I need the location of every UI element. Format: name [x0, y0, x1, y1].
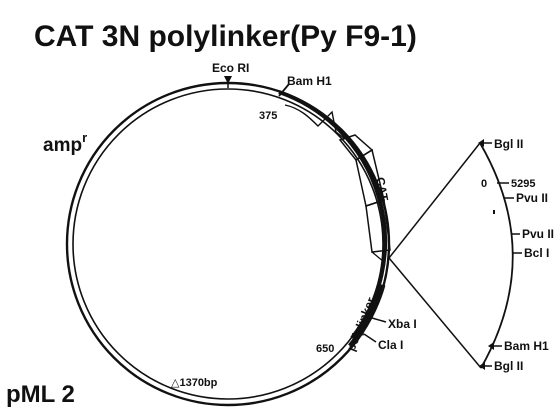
xba-i-tick: [371, 317, 387, 323]
xba-i-label: Xba I: [388, 317, 417, 331]
pvu-ii-2-label: Pvu II: [522, 227, 554, 241]
insert-segment: [278, 90, 388, 340]
cla-i-tick: [363, 333, 377, 343]
promoter-line: [284, 104, 346, 140]
bgl-ii-bottom-arrow: [479, 362, 485, 370]
cat-gene-block: CAT: [338, 134, 391, 263]
bgl-ii-top-label: Bgl II: [494, 137, 523, 151]
plasmid-name: pML 2: [6, 381, 75, 408]
polylinker-label: polylinker: [344, 295, 378, 353]
position-375: 375: [259, 110, 277, 122]
amp-superscript: r: [82, 130, 87, 145]
expansion-line-lower: [388, 257, 482, 369]
eco-ri-arrow: [224, 76, 232, 84]
polylinker-segment: [348, 284, 386, 348]
bgl-ii-top-arrow: [478, 139, 484, 147]
cat-box-connector: [371, 251, 385, 263]
pvu-ii-1-label: Pvu II: [516, 191, 548, 205]
expansion-line-upper: [388, 142, 481, 259]
bam-h1-tick: [278, 83, 290, 97]
bam-h1-insert-arrow: [488, 342, 494, 350]
bgl-ii-bottom-label: Bgl II: [494, 359, 523, 373]
eco-ri-label: Eco RI: [212, 61, 249, 75]
figure-title: CAT 3N polylinker(Py F9-1): [34, 20, 417, 53]
bcl-i-label: Bcl I: [524, 246, 549, 260]
cat-gene-label: CAT: [373, 176, 391, 203]
insert-detail-arc: [479, 142, 514, 369]
deletion-label: △1370bp: [171, 377, 218, 389]
position-zero: 0: [481, 178, 487, 190]
position-5295: 5295: [511, 178, 535, 190]
plasmid-ring-inner: [72, 88, 384, 400]
amp-resistance-label: ampr: [43, 130, 87, 156]
cla-i-label: Cla I: [378, 338, 403, 352]
position-650: 650: [316, 343, 334, 355]
bam-h1-insert-label: Bam H1: [504, 339, 549, 353]
amp-text: amp: [43, 135, 82, 156]
cat-box-3: [365, 198, 391, 253]
bam-h1-label: Bam H1: [287, 74, 332, 88]
